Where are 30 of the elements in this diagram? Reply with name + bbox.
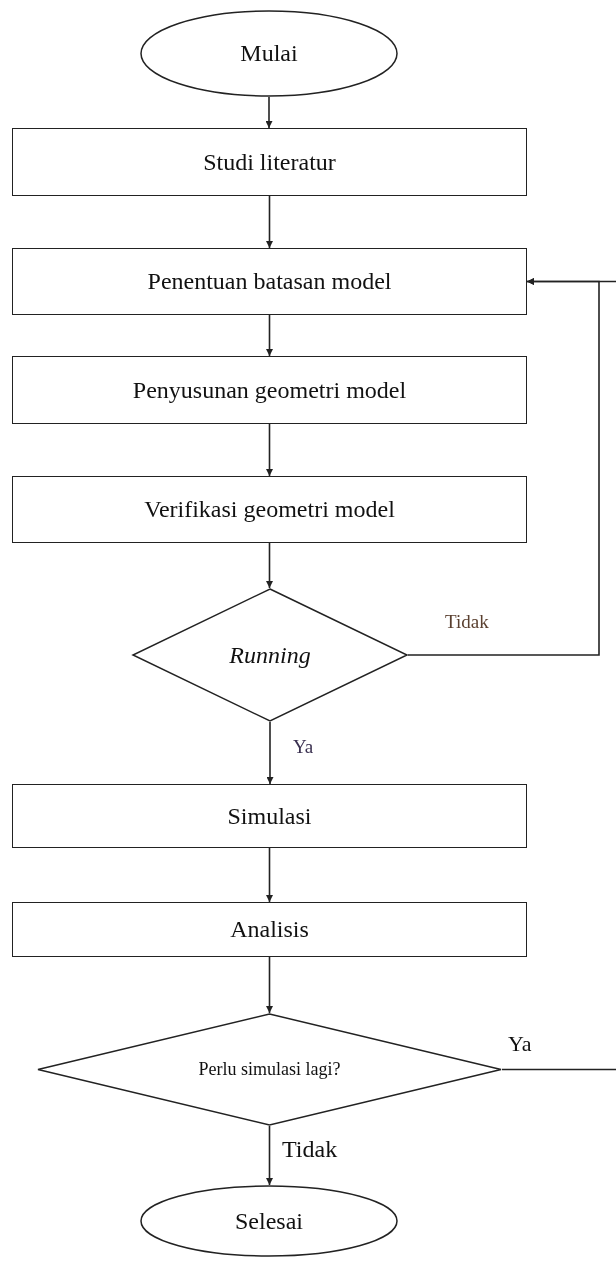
arrow	[266, 956, 273, 1014]
node-label: Studi literatur	[203, 148, 336, 176]
node-label: Verifikasi geometri model	[144, 496, 395, 523]
arrow	[266, 1125, 273, 1186]
process-box	[12, 476, 527, 543]
arrow	[266, 195, 273, 249]
arrow	[266, 314, 273, 357]
arrow	[265, 96, 273, 129]
terminal-ellipse	[140, 1185, 398, 1257]
arrow	[266, 542, 273, 589]
node-label: Analisis	[230, 916, 309, 943]
process-box	[12, 784, 527, 848]
arrow	[501, 278, 616, 1071]
arrow	[266, 847, 273, 903]
node-label: Penentuan batasan model	[147, 268, 392, 295]
arrow	[266, 423, 273, 477]
decision-diamond	[37, 1013, 502, 1126]
node-label: Penyusunan geometri model	[132, 376, 407, 404]
node-label: Simulasi	[227, 802, 312, 830]
node-label: Running	[229, 641, 311, 669]
node-label: Selesai	[235, 1207, 303, 1235]
arrow	[266, 721, 274, 785]
process-box	[12, 248, 527, 315]
process-box	[12, 356, 527, 424]
process-box	[12, 128, 527, 196]
terminal-ellipse	[140, 10, 398, 97]
node-label: Mulai	[240, 40, 298, 67]
node-label: Perlu simulasi lagi?	[198, 1059, 341, 1080]
process-box	[12, 902, 527, 957]
decision-diamond	[132, 588, 408, 722]
